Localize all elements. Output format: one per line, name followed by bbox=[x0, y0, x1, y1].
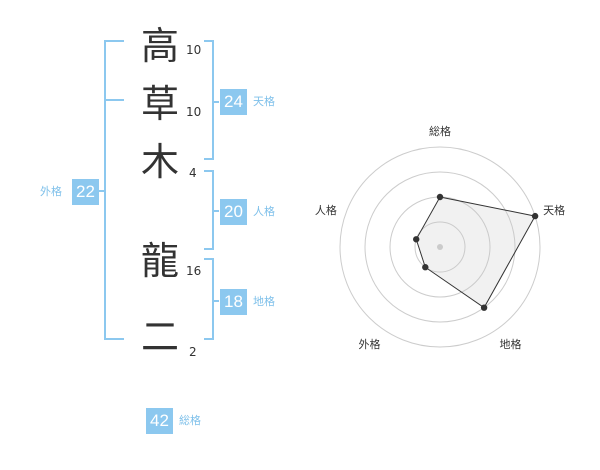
name-char-3: 木 bbox=[140, 140, 179, 184]
radar-center-dot bbox=[437, 244, 443, 250]
soukaku-label: 総格 bbox=[179, 414, 201, 427]
radar-axis-label-2: 天格 bbox=[543, 203, 565, 217]
soukaku-badge: 42 bbox=[146, 408, 173, 434]
jinkaku-label: 人格 bbox=[253, 205, 275, 218]
stroke-count-1: 10 bbox=[186, 43, 202, 57]
radar-point-4 bbox=[422, 264, 429, 271]
radar-grid-ring-4 bbox=[339, 146, 541, 348]
radar-grid-ring-1 bbox=[414, 221, 466, 273]
radar-grid-ring-3 bbox=[364, 171, 516, 323]
radar-point-2 bbox=[531, 212, 539, 220]
radar-polygon bbox=[415, 196, 536, 309]
radar-axis-label-1: 総格 bbox=[429, 124, 451, 138]
stroke-count-3: 4 bbox=[189, 166, 197, 180]
name-char-4: 龍 bbox=[140, 239, 179, 283]
gaikaku-label: 外格 bbox=[40, 185, 62, 198]
name-char-2: 草 bbox=[140, 82, 179, 126]
gaikaku-badge: 22 bbox=[72, 179, 99, 205]
radar-axis-label-3: 地格 bbox=[500, 337, 522, 351]
radar-point-1 bbox=[436, 193, 444, 201]
stroke-count-4: 16 bbox=[186, 264, 202, 278]
radar-axis-label-4: 外格 bbox=[358, 337, 380, 351]
name-char-1: 高 bbox=[140, 24, 179, 68]
tenkaku-label: 天格 bbox=[253, 95, 275, 108]
chikaku-label: 地格 bbox=[253, 295, 275, 308]
stroke-count-5: 2 bbox=[189, 345, 197, 359]
radar-point-3 bbox=[480, 304, 488, 311]
radar-point-5 bbox=[413, 236, 420, 243]
radar-axis-label-5: 人格 bbox=[315, 203, 337, 217]
jinkaku-badge: 20 bbox=[220, 199, 247, 225]
chikaku-badge: 18 bbox=[220, 289, 247, 315]
name-char-5: 二 bbox=[140, 315, 179, 359]
tenkaku-badge: 24 bbox=[220, 89, 247, 115]
stroke-count-2: 10 bbox=[186, 105, 202, 119]
